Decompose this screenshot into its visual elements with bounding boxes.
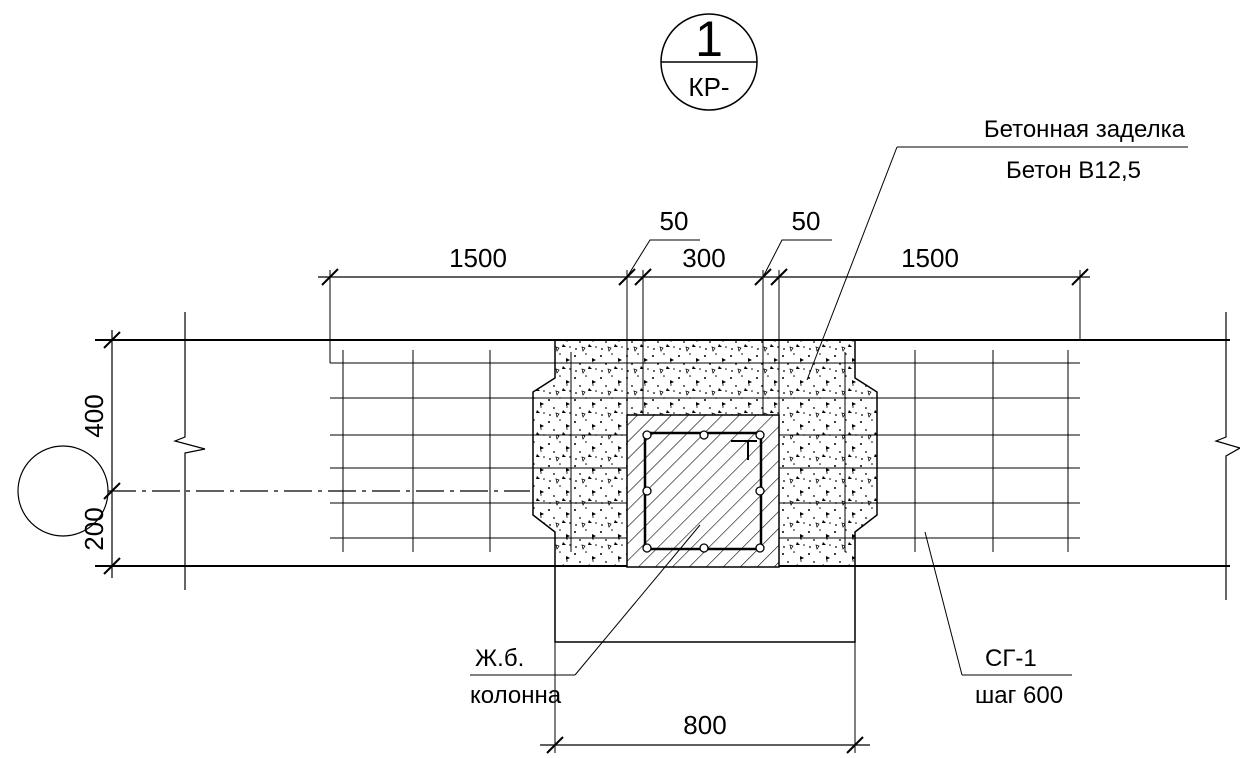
dim-lower-height: 200	[79, 507, 109, 550]
dim-left-gap: 50	[660, 206, 689, 236]
dim-right-gap: 50	[792, 206, 821, 236]
rc-column	[626, 414, 780, 568]
dim-left-span: 1500	[449, 243, 507, 273]
dim-column-width: 300	[682, 243, 725, 273]
left-dimensions: 400 200	[79, 330, 121, 578]
column-rebars	[642, 430, 765, 553]
pedestal-outline	[554, 565, 856, 643]
section-mark-number: 1	[695, 11, 723, 67]
dim-upper-height: 400	[79, 394, 109, 437]
dim-right-span: 1500	[901, 243, 959, 273]
section-mark: 1 КР-	[660, 11, 758, 111]
callout-concrete: Бетонная заделка Бетон В12,5	[806, 116, 1188, 381]
callout-concrete-grade: Бетон В12,5	[1006, 157, 1141, 184]
slab-break-left	[173, 312, 206, 590]
callout-column-line1: Ж.б.	[475, 645, 524, 672]
stirrup-hook	[731, 440, 757, 460]
section-mark-sheet: КР-	[688, 72, 729, 102]
callout-mesh-step: шаг 600	[975, 682, 1063, 709]
callout-column-line2: колонна	[470, 682, 562, 709]
callout-column: Ж.б. колонна	[470, 524, 701, 709]
callout-mesh: СГ-1 шаг 600	[924, 531, 1072, 709]
grid-axis	[17, 445, 530, 537]
slab-break-right	[1214, 312, 1240, 600]
mesh-left	[330, 350, 555, 552]
callout-concrete-name: Бетонная заделка	[984, 116, 1186, 143]
dim-bottom-width: 800	[683, 710, 726, 740]
mesh-right	[855, 350, 1080, 552]
top-dimensions: 1500 50 300 50 1500	[318, 206, 1090, 364]
callout-mesh-name: СГ-1	[985, 645, 1037, 672]
bottom-dimension: 800	[540, 566, 870, 754]
